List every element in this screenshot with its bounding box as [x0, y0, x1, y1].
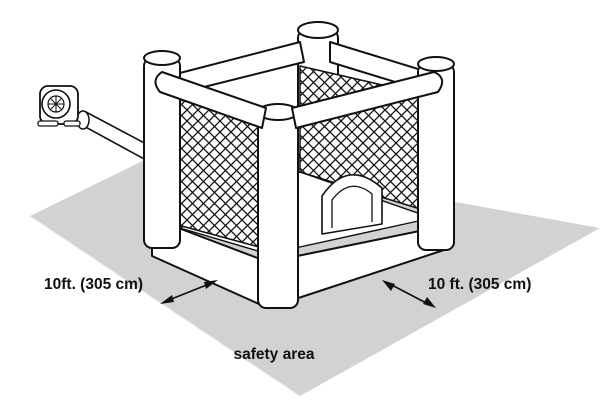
safety-area-label: safety area	[233, 346, 314, 363]
bounce-house	[143, 21, 455, 309]
front-left-rail	[154, 71, 267, 129]
right-dimension-label: 10 ft. (305 cm)	[428, 276, 531, 293]
front-right-rail	[291, 71, 444, 129]
right-dimension-arrow	[382, 280, 436, 308]
left-dimension-label: 10ft. (305 cm)	[44, 276, 143, 293]
air-blower-icon	[37, 85, 151, 162]
front-center-post	[257, 111, 299, 309]
left-dimension-arrow	[160, 280, 218, 304]
